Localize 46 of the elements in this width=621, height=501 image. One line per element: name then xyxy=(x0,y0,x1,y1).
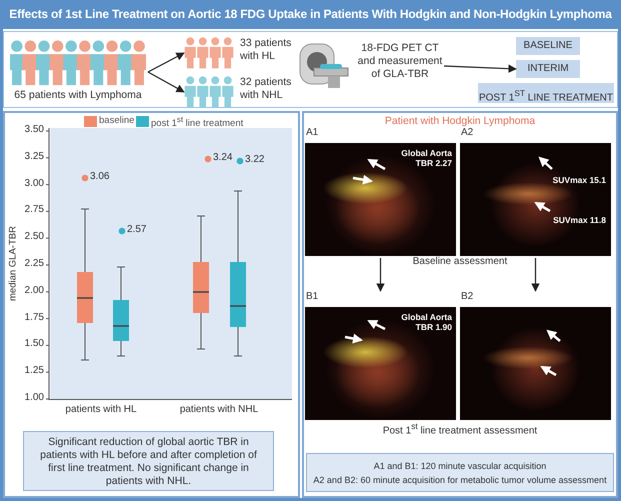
value-label: 3.06 xyxy=(90,171,110,182)
stage-label: INTERIM xyxy=(516,60,580,78)
tick-label: 2.75 xyxy=(24,204,44,216)
tick-label: 1.50 xyxy=(24,338,44,350)
arrow xyxy=(444,64,517,73)
image-annotation: Global Aorta TBR 1.90 xyxy=(400,312,452,332)
section-label: Baseline assessment xyxy=(412,256,508,267)
group-label: 32 patients with NHL xyxy=(240,76,292,102)
category-label: patients with HL xyxy=(64,404,138,415)
note-text: A1 and B1: 120 minute vascular acquisition xyxy=(372,460,548,473)
panel-label: A1 xyxy=(306,127,318,138)
tick-label: 1.25 xyxy=(24,365,44,376)
image-annotation: Global Aorta TBR 2.27 xyxy=(400,148,452,168)
note-box xyxy=(306,453,614,492)
tick-label: 1.00 xyxy=(24,392,44,403)
axis-title: median GLA-TBR xyxy=(8,225,18,303)
stage-label: BASELINE xyxy=(516,37,580,55)
value-label: 3.22 xyxy=(245,154,264,165)
panel-title: Patient with Hodgkin Lymphoma xyxy=(384,115,536,127)
value-label: 3.24 xyxy=(213,152,232,163)
note-text: A2 and B2: 60 minute acquisition for metabolic tumor volume assessment xyxy=(312,474,608,487)
legend-label: baseline xyxy=(99,115,134,126)
stage-label: POST 1$^{ST}$ LINE TREATMENT xyxy=(478,83,614,103)
arrow xyxy=(148,71,185,93)
panel-label: A2 xyxy=(461,127,474,138)
tick-label: 3.25 xyxy=(24,150,44,162)
arrow xyxy=(376,258,385,292)
tick-label: 1.75 xyxy=(24,312,44,323)
title: Effects of 1st Line Treatment on Aortic 18 FDG Uptake in Patients With Hodgkin and Non-Hodgkin Lymphoma xyxy=(0,0,621,29)
value-label: 2.57 xyxy=(127,224,146,235)
group-label: 33 patients with HL xyxy=(240,37,292,63)
image-annotation: SUVmax 11.8 xyxy=(552,215,606,225)
note-box: Significant reduction of global aortic TBR in patients with HL before and after completion of first line treatment. No significant change in patients with NHL. xyxy=(23,431,274,491)
tick-label: 3.00 xyxy=(24,178,44,189)
process-label: 18-FDG PET CT and measurement of GLA-TBR xyxy=(356,42,444,81)
section-label: Post 1$^{st}$ line treatment assessment xyxy=(382,421,538,436)
panel-label: B2 xyxy=(461,291,474,302)
panel-label: B1 xyxy=(306,291,318,302)
category-label: patients with NHL xyxy=(178,404,260,415)
group-label: 65 patients with Lymphoma xyxy=(13,89,143,101)
legend-label: post 1$^{st}$ line treatment xyxy=(151,115,244,130)
image-annotation: SUVmax 15.1 xyxy=(552,175,606,185)
tick-label: 3.50 xyxy=(24,124,44,135)
panel xyxy=(302,111,618,498)
arrow xyxy=(148,52,185,73)
arrow xyxy=(531,258,540,292)
